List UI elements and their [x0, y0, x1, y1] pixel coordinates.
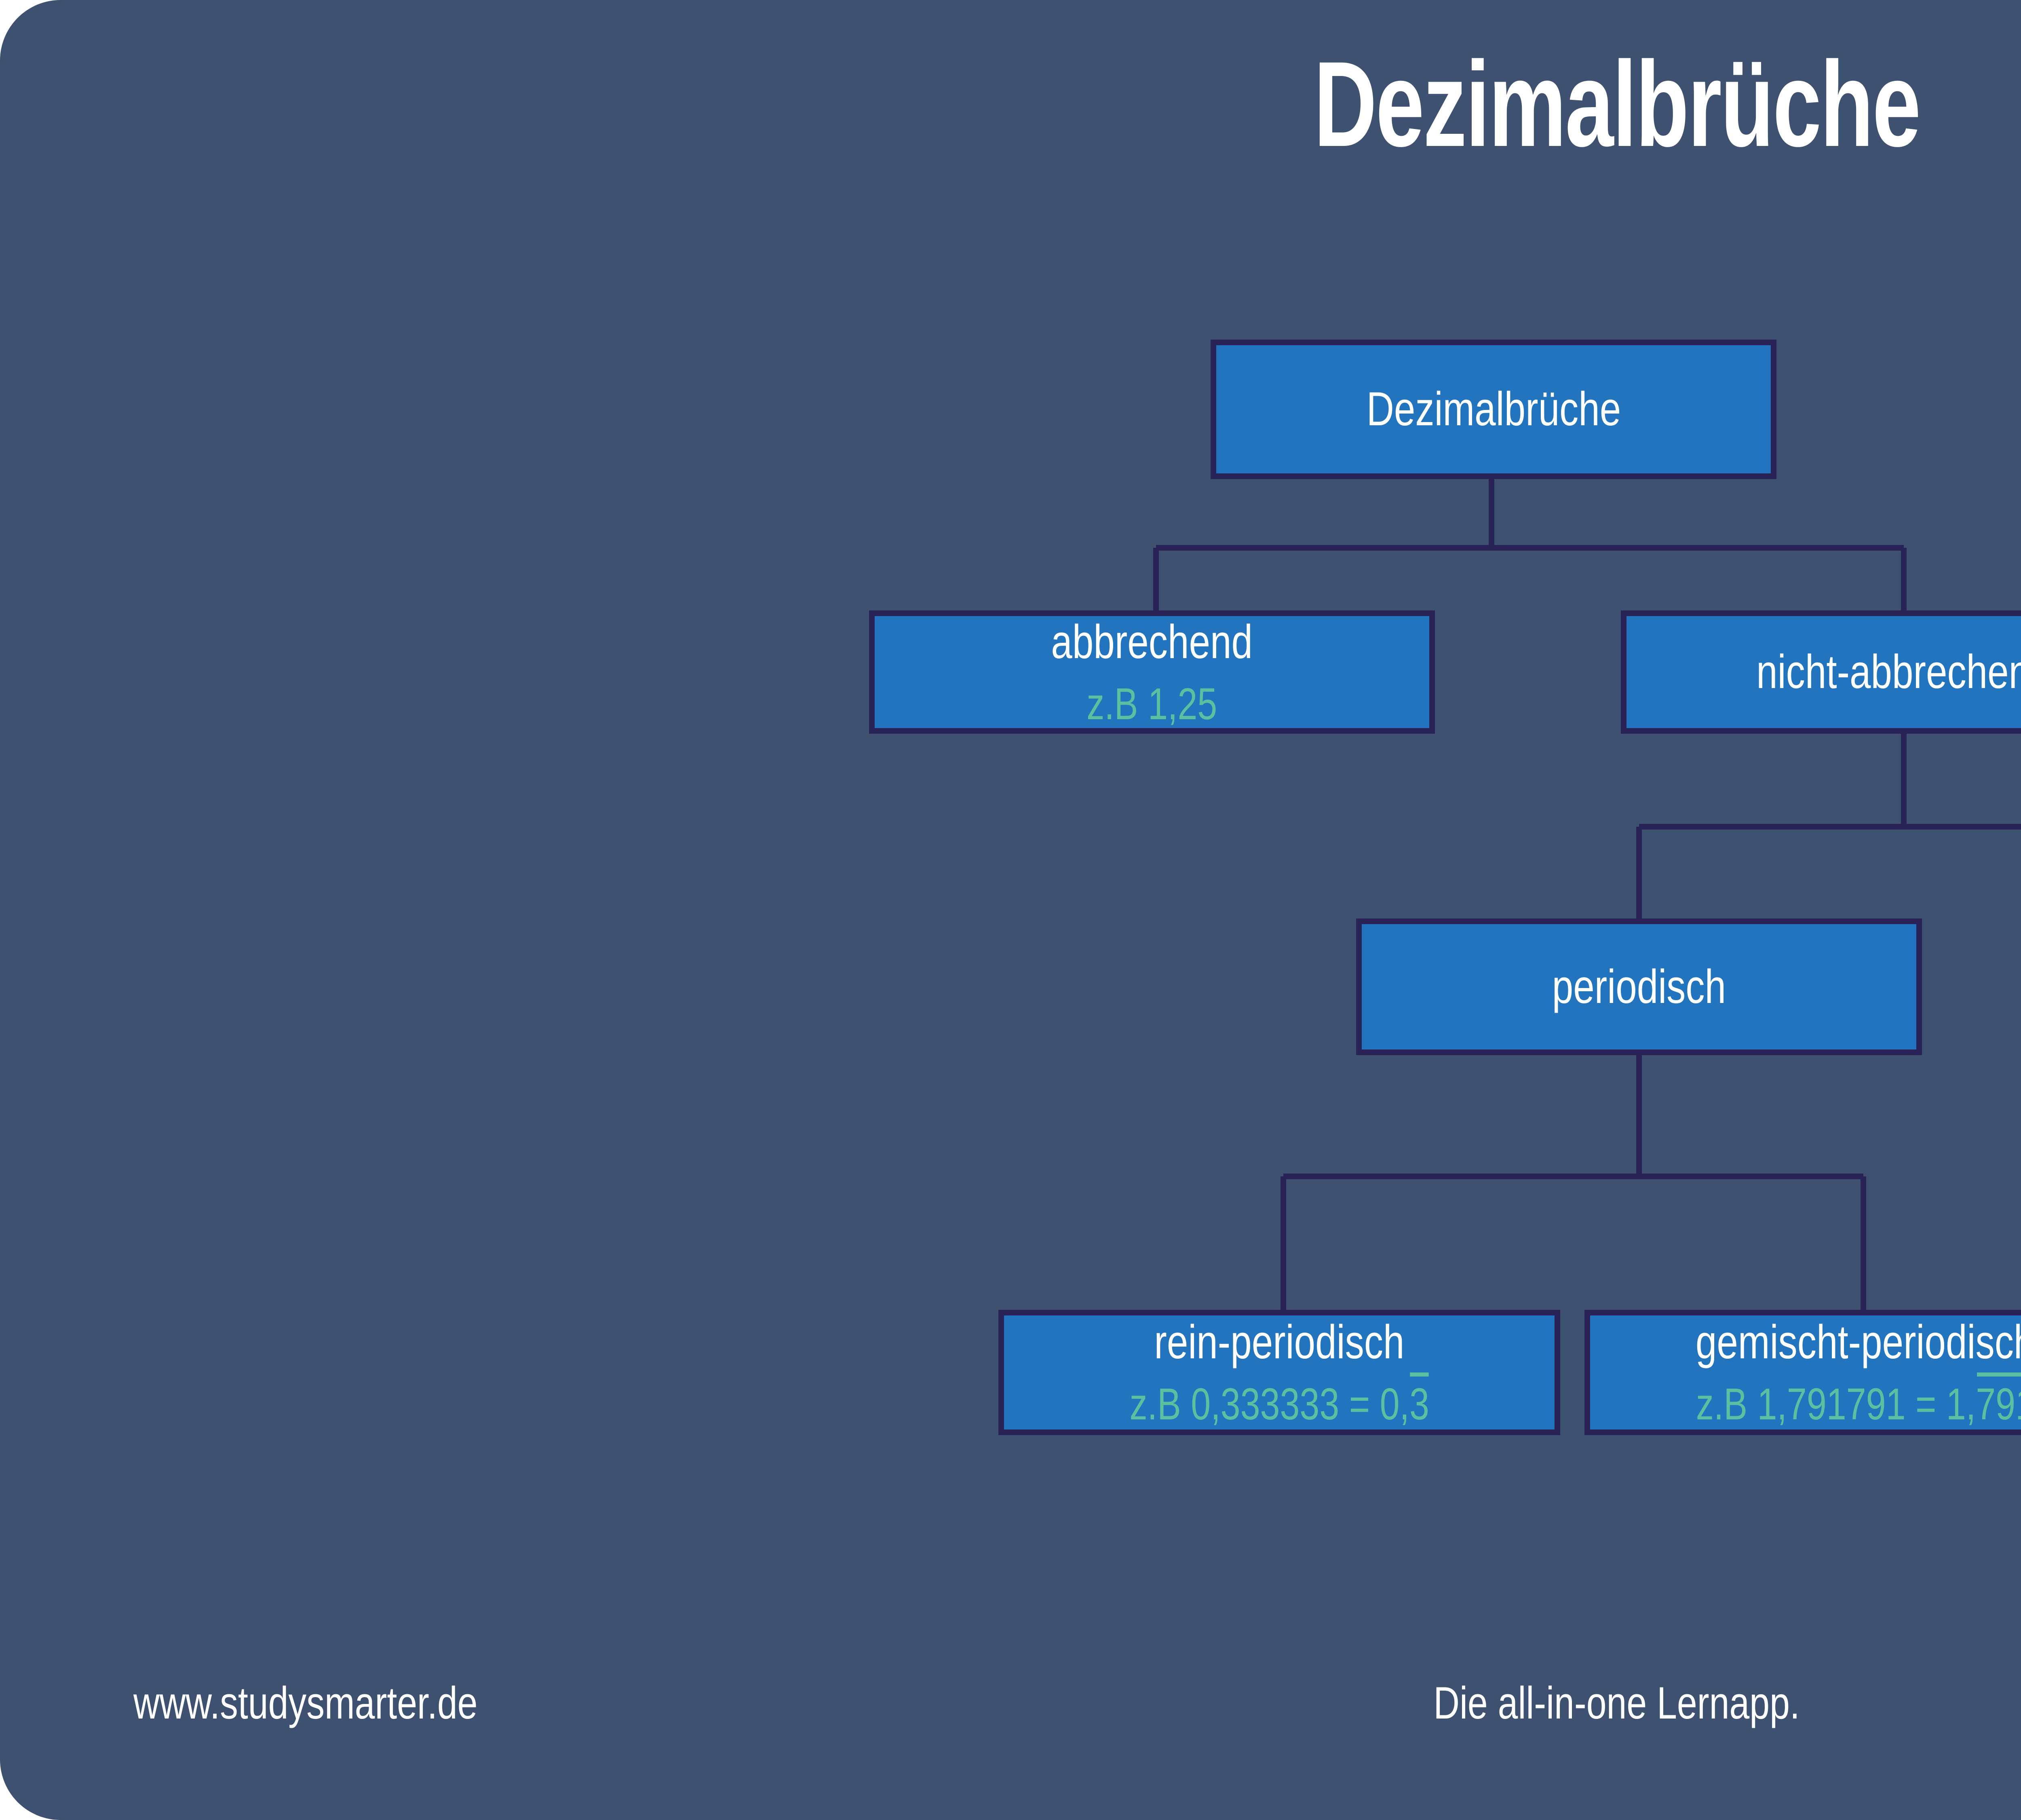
node-label: nicht-abbrechend — [1756, 645, 2021, 699]
example-prefix: z.B 0,333333 = 0, — [1129, 1379, 1409, 1429]
node-label: Dezimalbrüche — [1366, 382, 1621, 436]
node-dezimalbrueche[interactable]: Dezimalbrüche — [1211, 340, 1776, 479]
node-abbrechend[interactable]: abbrechend z.B 1,25 — [869, 610, 1435, 734]
page-title: Dezimalbrüche — [1314, 36, 1921, 172]
example-repetend: 791 — [1976, 1372, 2021, 1429]
node-label: rein-periodisch — [1154, 1315, 1405, 1369]
node-gemischt-periodisch[interactable]: gemischt-periodisch z.B 1,791791 = 1,791 — [1584, 1310, 2021, 1435]
node-label: abbrechend — [1051, 615, 1253, 669]
example-repetend: 3 — [1409, 1372, 1429, 1429]
node-example: z.B 1,791791 = 1,791 — [1696, 1372, 2021, 1429]
node-label: periodisch — [1552, 960, 1726, 1013]
footer-url[interactable]: www.studysmarter.de — [133, 1678, 478, 1728]
node-nicht-abbrechend[interactable]: nicht-abbrechend — [1621, 610, 2021, 734]
node-periodisch[interactable]: periodisch — [1356, 918, 1922, 1055]
node-rein-periodisch[interactable]: rein-periodisch z.B 0,333333 = 0,3 — [998, 1310, 1560, 1435]
example-prefix: z.B 1,791791 = 1, — [1696, 1379, 1976, 1429]
node-label: gemischt-periodisch — [1696, 1315, 2021, 1369]
footer-slogan: Die all-in-one Lernapp. — [1433, 1678, 1800, 1728]
node-example: z.B 1,25 — [1086, 679, 1217, 729]
node-example: z.B 0,333333 = 0,3 — [1129, 1372, 1429, 1429]
